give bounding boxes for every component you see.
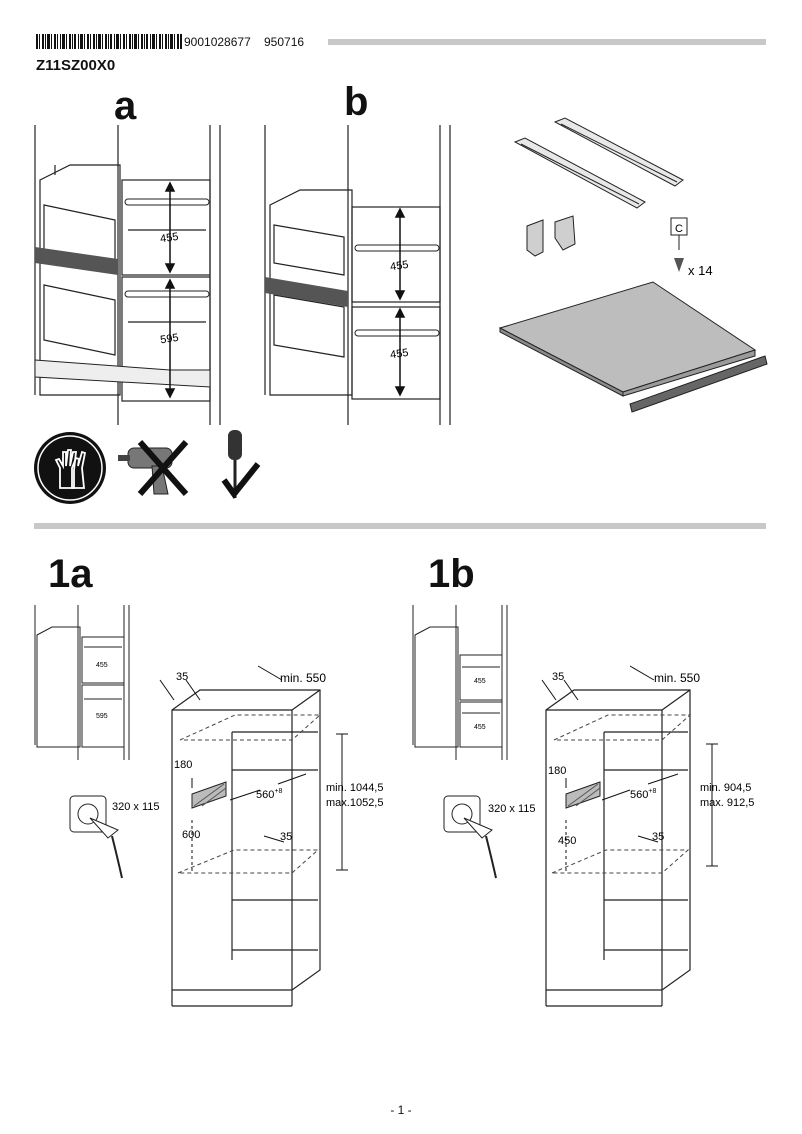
variant-b-illustration: 455 455 [264, 125, 451, 425]
step-1a-side-depth: 35 [176, 671, 188, 683]
step-1b-niche-min: min. 904,5 [700, 782, 751, 794]
step-1b-mini-dim-upper: 455 [474, 678, 486, 685]
mounting-clip-left [526, 219, 544, 257]
header-rule [328, 39, 766, 45]
step-1a-cabinet-diagram: 35 min. 550 180 320 x 115 600 560+8 min.… [69, 665, 383, 1007]
model-number: Z11SZ00X0 [36, 57, 116, 74]
variant-a-illustration: 455 595 [34, 125, 221, 425]
step-1b-niche-max: max. 912,5 [700, 797, 754, 809]
step-1a-shelf-depth: 35 [280, 831, 292, 843]
barcode [36, 34, 182, 49]
step-1a-socket-height: 600 [182, 829, 200, 841]
screw-icon [670, 217, 688, 272]
step-1a-niche-width: 560+8 [256, 788, 282, 801]
parts-illustration: C x 14 [498, 117, 768, 413]
step-1b-shelf-depth: 35 [652, 831, 664, 843]
cordless-drill-icon [118, 440, 189, 496]
step-1a-label: 1a [48, 552, 93, 596]
step-1b-cabinet-diagram: 35 min. 550 180 320 x 115 450 560+8 min.… [443, 665, 754, 1007]
step-1b-mini-illustration: 455 455 [412, 605, 508, 760]
shelf-panel [498, 281, 757, 397]
step-1a-min-depth: min. 550 [280, 671, 326, 685]
barcode-number: 9001028677 [184, 35, 251, 49]
document-code: 950716 [264, 35, 305, 49]
variant-a-dim-upper: 455 [159, 231, 179, 245]
step-1a-mini-dim-upper: 455 [96, 662, 108, 669]
step-1b-socket-height: 450 [558, 835, 576, 847]
step-1a-cutout [191, 781, 227, 809]
step-1b-niche-width: 560+8 [630, 788, 656, 801]
variant-b-dim-upper: 455 [389, 259, 409, 273]
variant-a-label: a [114, 84, 137, 128]
step-1b-min-depth: min. 550 [654, 671, 700, 685]
section-divider [34, 523, 766, 529]
step-1a-mini-illustration: 455 595 [34, 605, 130, 760]
step-1a-niche-min: min. 1044,5 [326, 782, 383, 794]
variant-b-dim-lower: 455 [389, 347, 409, 361]
page-number: - 1 - [390, 1103, 412, 1117]
shelf-rail [629, 355, 768, 413]
screw-quantity: x 14 [688, 263, 713, 278]
step-1b-cutout [565, 781, 601, 809]
rail-bracket-lower [513, 137, 646, 209]
variant-b-label: b [344, 80, 369, 124]
step-1b-mini-dim-lower: 455 [474, 724, 486, 731]
step-1a-niche-max: max.1052,5 [326, 797, 383, 809]
socket-icon [69, 795, 123, 879]
screwdriver-icon [221, 430, 261, 499]
gloves-icon [34, 432, 106, 504]
step-1b-socket-size: 320 x 115 [488, 803, 536, 815]
step-1a-vent-height: 180 [174, 759, 192, 771]
step-1b-vent-height: 180 [548, 765, 566, 777]
step-1a-mini-dim-lower: 595 [96, 713, 108, 720]
step-1a-socket-size: 320 x 115 [112, 801, 160, 813]
step-1b-label: 1b [428, 552, 475, 596]
screw-part-letter: C [675, 223, 683, 235]
socket-icon [443, 795, 497, 879]
rail-bracket-upper [553, 117, 684, 187]
step-1b-side-depth: 35 [552, 671, 564, 683]
variant-a-dim-lower: 595 [160, 332, 180, 346]
mounting-clip-right [554, 215, 576, 251]
